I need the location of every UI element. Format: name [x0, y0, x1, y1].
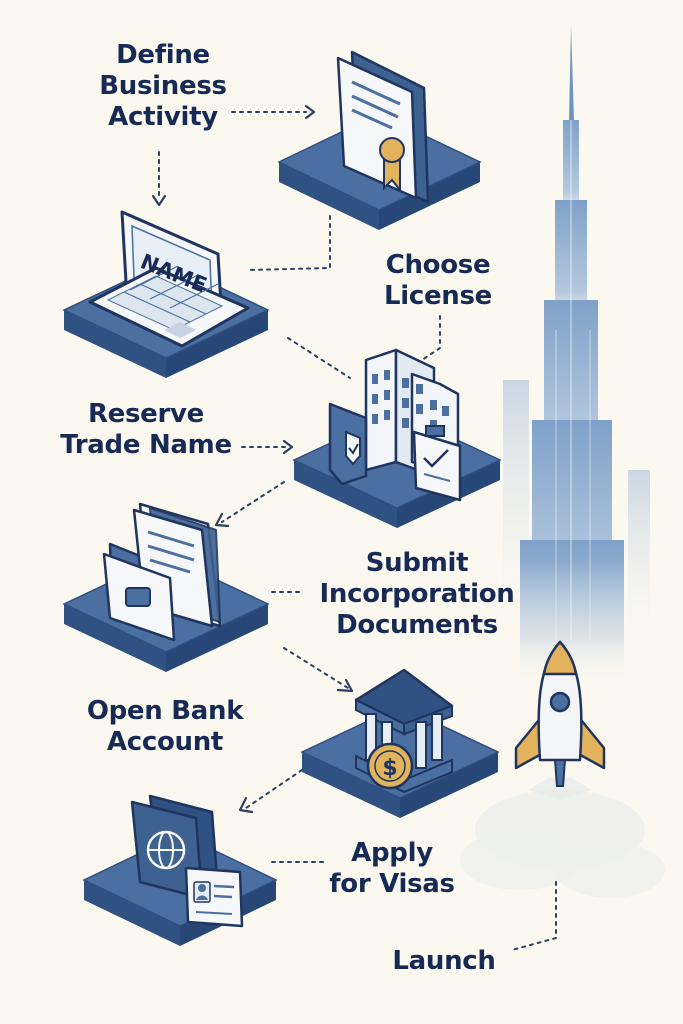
step-label-define-business-activity: Define Business Activity: [99, 40, 227, 132]
step-connectors: [158, 111, 557, 951]
laptop-icon: NAME: [88, 210, 250, 348]
passport-icon: [130, 794, 244, 928]
step-label-choose-license: Choose License: [383, 250, 493, 311]
coin-symbol: $: [382, 756, 397, 781]
step-label-launch: Launch: [392, 946, 496, 976]
step-label-open-bank-account: Open Bank Account: [86, 696, 244, 757]
skyscraper-illustration: [460, 25, 665, 898]
bank-icon: $: [354, 668, 454, 794]
document-folder-icon: [102, 502, 222, 642]
rocket-icon: [514, 640, 606, 800]
step-label-submit-incorporation-documents: Submit Incorporation Documents: [319, 548, 515, 640]
office-building-icon: [328, 348, 462, 502]
certificate-icon: [336, 50, 430, 204]
step-label-reserve-trade-name: Reserve Trade Name: [60, 399, 232, 460]
step-label-apply-for-visas: Apply for Visas: [329, 838, 455, 899]
connector-arrowheads: [151, 104, 354, 814]
